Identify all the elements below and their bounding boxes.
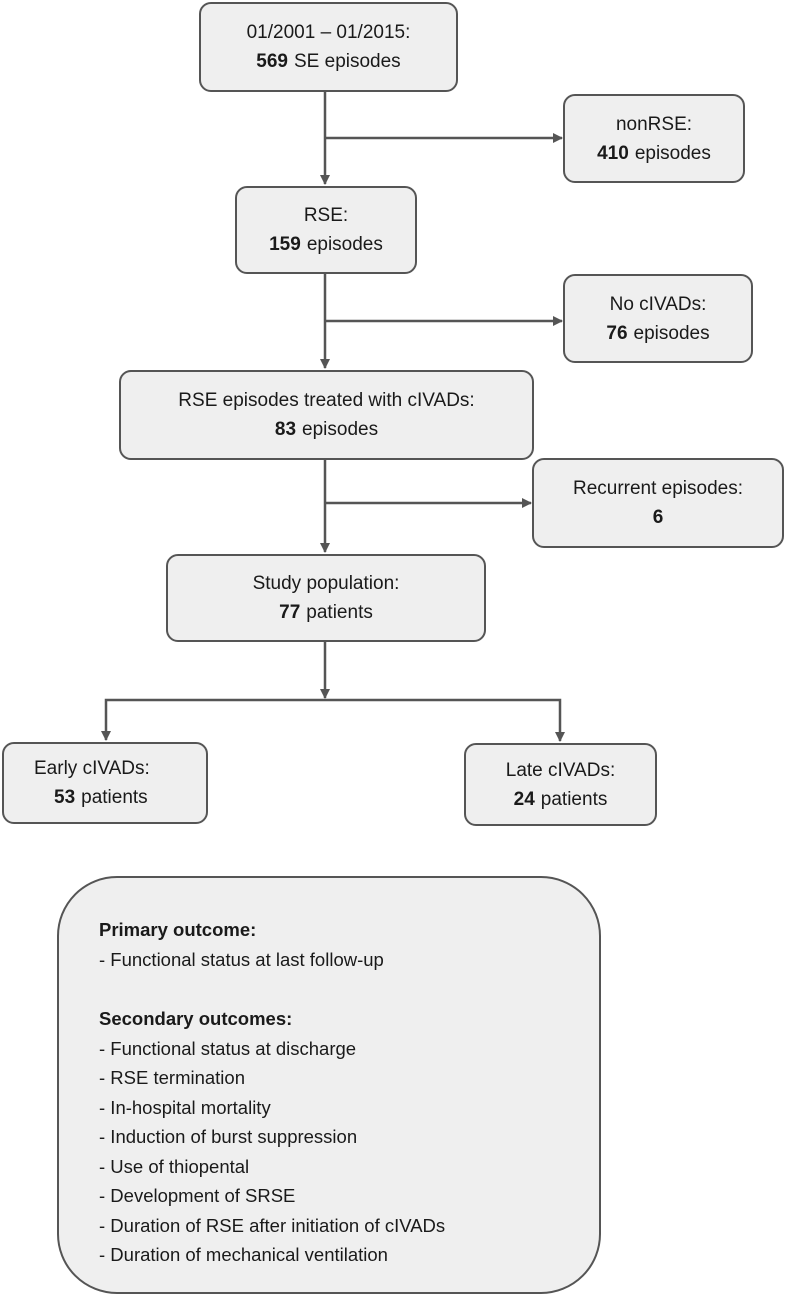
arrow-split-to-late (325, 698, 565, 742)
count-unit: patients (540, 788, 608, 810)
count-unit: episodes (633, 322, 710, 344)
primary-outcome-title: Primary outcome: (99, 919, 257, 940)
box-label: Early cIVADs: (34, 758, 150, 779)
secondary-outcome-item: - Induction of burst suppression (99, 1126, 358, 1147)
box-label: Study population: (252, 573, 400, 594)
secondary-outcome-item: - Duration of RSE after initiation of cI… (99, 1214, 446, 1236)
patient-count: 53 (54, 787, 76, 808)
patient-count: 24 (513, 788, 535, 810)
arrow-split-to-early (101, 698, 325, 741)
episode-count: 410 (597, 142, 629, 164)
box-label: 01/2001 – 01/2015: (246, 22, 411, 43)
outcomes-box: Primary outcome: - Functional status at … (57, 876, 601, 1294)
episode-count: 83 (274, 419, 297, 440)
secondary-outcome-item: - Use of thiopental (99, 1155, 250, 1177)
box-recurrent-episodes: Recurrent episodes: 6 (532, 458, 784, 548)
secondary-outcome-item: - In-hospital mortality (99, 1096, 271, 1118)
primary-outcome-item: - Functional status at last follow-up (99, 948, 384, 970)
secondary-outcome-item: - RSE termination (99, 1067, 245, 1088)
box-label: Recurrent episodes: (572, 478, 744, 499)
count-unit: episodes (306, 234, 383, 255)
box-label: RSE: (303, 205, 349, 226)
episode-count: 6 (652, 507, 664, 528)
box-label: Late cIVADs: (505, 759, 616, 781)
secondary-outcomes-title: Secondary outcomes: (99, 1008, 293, 1029)
box-label: nonRSE: (615, 113, 693, 135)
count-unit: episodes (634, 142, 711, 164)
episode-count: 569 (256, 51, 288, 72)
secondary-outcome-item: - Development of SRSE (99, 1185, 296, 1206)
count-unit: episodes (302, 419, 379, 440)
secondary-outcome-item: - Duration of mechanical ventilation (99, 1244, 388, 1265)
count-unit: SE episodes (294, 51, 401, 72)
episode-count: 76 (606, 322, 628, 344)
episode-count: 159 (269, 234, 301, 255)
box-label: No cIVADs: (609, 293, 707, 315)
box-all-se-episodes: 01/2001 – 01/2015: 569 SE episodes (199, 2, 458, 92)
box-label: RSE episodes treated with cIVADs: (178, 390, 475, 411)
secondary-outcome-item: - Functional status at discharge (99, 1037, 357, 1059)
patient-count: 77 (279, 602, 301, 623)
count-unit: patients (306, 602, 373, 623)
count-unit: patients (81, 787, 148, 808)
